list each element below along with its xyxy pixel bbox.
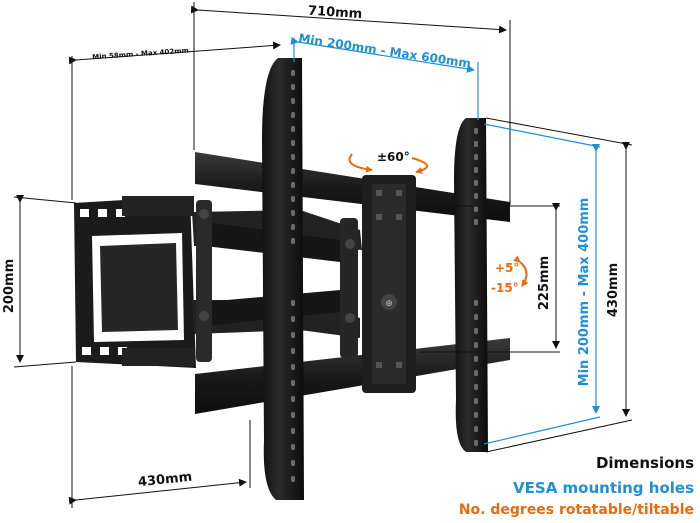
rail-hole: [291, 428, 295, 434]
wall-plate: [74, 196, 196, 368]
rail-hole: [474, 300, 478, 306]
rail-hole: [474, 206, 478, 212]
vertical-rail-right: [454, 118, 488, 452]
rail-hole: [291, 460, 295, 466]
rail-hole: [291, 70, 295, 76]
rail-hole: [474, 426, 478, 432]
vesa-horizontal-label: Min 200mm - Max 600mm: [298, 31, 472, 71]
height-225-label: 225mm: [537, 256, 552, 310]
rail-hole: [291, 316, 295, 322]
tilt-up-label: +5°: [495, 261, 519, 275]
rail-hole: [474, 180, 478, 186]
tilt-down-label: -15°: [491, 281, 519, 295]
rail-hole: [474, 440, 478, 446]
rail-hole: [291, 364, 295, 370]
width-710-label: 710mm: [308, 4, 363, 22]
rail-hole: [291, 332, 295, 338]
rail-hole: [291, 412, 295, 418]
rail-hole: [474, 342, 478, 348]
center-tilt-plate: ⊕: [362, 175, 416, 393]
rail-hole: [291, 300, 295, 306]
rail-hole: [291, 380, 295, 386]
svg-text:⊕: ⊕: [385, 299, 393, 309]
depth-range-label: Min 58mm - Max 402mm: [92, 47, 189, 62]
rail-hole: [474, 128, 478, 134]
rail-hole: [291, 348, 295, 354]
rail-hole: [291, 224, 295, 230]
rail-hole: [474, 314, 478, 320]
rail-hole: [474, 141, 478, 147]
rail-hole: [474, 398, 478, 404]
rail-hole: [291, 140, 295, 146]
height-200-label: 200mm: [2, 259, 17, 313]
rail-hole: [291, 112, 295, 118]
rail-hole: [291, 98, 295, 104]
swivel-label: ±60°: [377, 150, 410, 164]
arm-430-label: 430mm: [137, 470, 193, 491]
rail-hole: [291, 476, 295, 482]
rail-hole: [474, 154, 478, 160]
rail-hole: [474, 412, 478, 418]
rail-hole: [474, 356, 478, 362]
rail-hole: [474, 193, 478, 199]
rail-hole: [291, 84, 295, 90]
vertical-rail-left: [262, 58, 304, 500]
tilt-arrow-icon: [513, 255, 529, 287]
dimension-lines: [13, 2, 633, 508]
rail-hole: [291, 182, 295, 188]
height-430-label: 430mm: [606, 263, 621, 317]
rail-hole: [291, 238, 295, 244]
legend-rotation: No. degrees rotatable/tiltable: [458, 502, 694, 518]
rail-hole: [291, 396, 295, 402]
legend-vesa: VESA mounting holes: [513, 479, 694, 497]
rail-hole: [474, 370, 478, 376]
rail-hole: [291, 210, 295, 216]
rail-hole: [474, 167, 478, 173]
legend-dimensions: Dimensions: [595, 454, 694, 472]
rotate-arrow-icon: [348, 153, 428, 174]
vesa-vertical-label: Min 200mm - Max 400mm: [577, 198, 592, 387]
rail-hole: [291, 126, 295, 132]
rail-hole: [291, 154, 295, 160]
rail-hole: [474, 219, 478, 225]
rail-hole: [474, 384, 478, 390]
rail-holes: [291, 70, 478, 482]
rail-hole: [291, 444, 295, 450]
rail-hole: [474, 328, 478, 334]
rail-hole: [291, 196, 295, 202]
tv-bracket-illustration: ⊕: [74, 58, 510, 500]
rail-hole: [291, 168, 295, 174]
vesa-lines: [290, 36, 601, 445]
